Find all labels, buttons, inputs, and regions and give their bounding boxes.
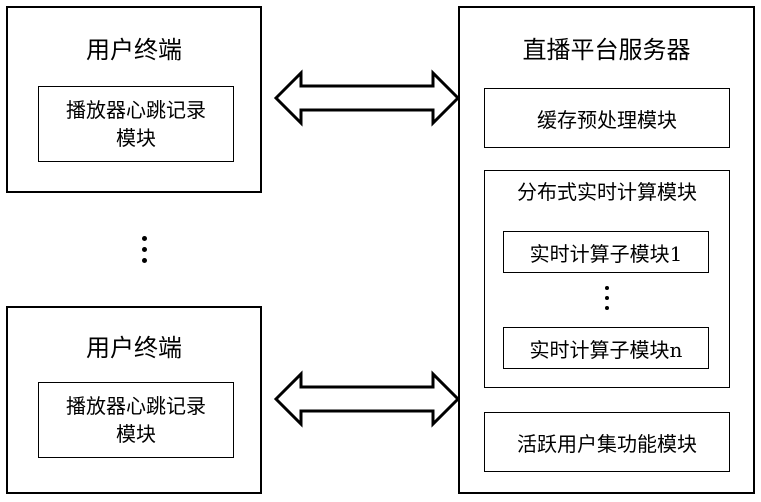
double-arrow-bottom — [276, 374, 458, 424]
double-arrow-top — [276, 73, 458, 123]
